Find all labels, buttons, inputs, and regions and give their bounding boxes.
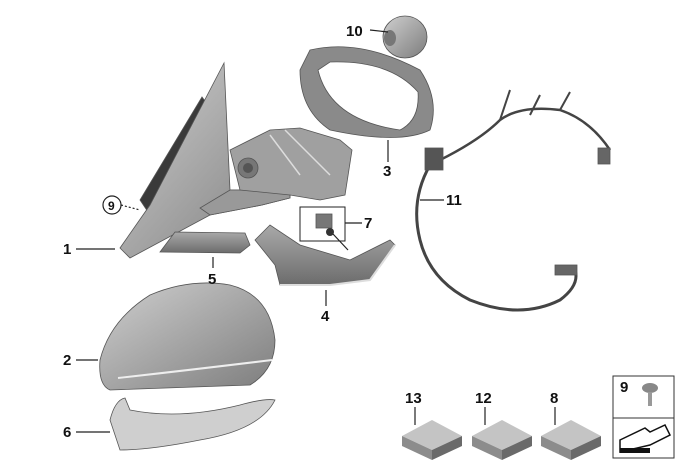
callout-8: 8	[550, 390, 558, 407]
motor-part[interactable]	[382, 15, 428, 59]
callout-11: 11	[446, 192, 462, 209]
screw-box[interactable]	[612, 375, 675, 459]
callout-12: 12	[475, 390, 492, 407]
callout-13: 13	[405, 390, 422, 407]
callout-9-box: 9	[620, 379, 628, 396]
callout-1: 1	[63, 241, 71, 258]
callout-7: 7	[364, 215, 372, 232]
callout-circle	[102, 195, 122, 215]
kit-box-13[interactable]	[402, 420, 462, 460]
mirror-mechanism-part[interactable]	[229, 127, 353, 201]
callout-4: 4	[321, 308, 330, 325]
leader-lines	[76, 29, 556, 433]
turn-signal-part[interactable]	[109, 397, 276, 451]
callout-9-circled: 9	[108, 199, 115, 213]
callout-5: 5	[208, 271, 216, 288]
wiring-harness-part[interactable]	[415, 89, 612, 312]
kit-box-12[interactable]	[472, 420, 532, 460]
callout-3: 3	[383, 163, 391, 180]
callout-6: 6	[63, 424, 71, 441]
callout-10: 10	[346, 23, 363, 40]
screw-icon	[642, 383, 658, 393]
base-cover-part[interactable]	[159, 231, 251, 254]
callout-2: 2	[63, 352, 71, 369]
kit-box-8[interactable]	[541, 420, 601, 460]
mirror-frame-part[interactable]	[299, 46, 434, 138]
camera-unit-part[interactable]	[299, 206, 346, 242]
mirror-cap-part[interactable]	[99, 282, 276, 391]
lower-trim-part[interactable]	[254, 224, 396, 286]
